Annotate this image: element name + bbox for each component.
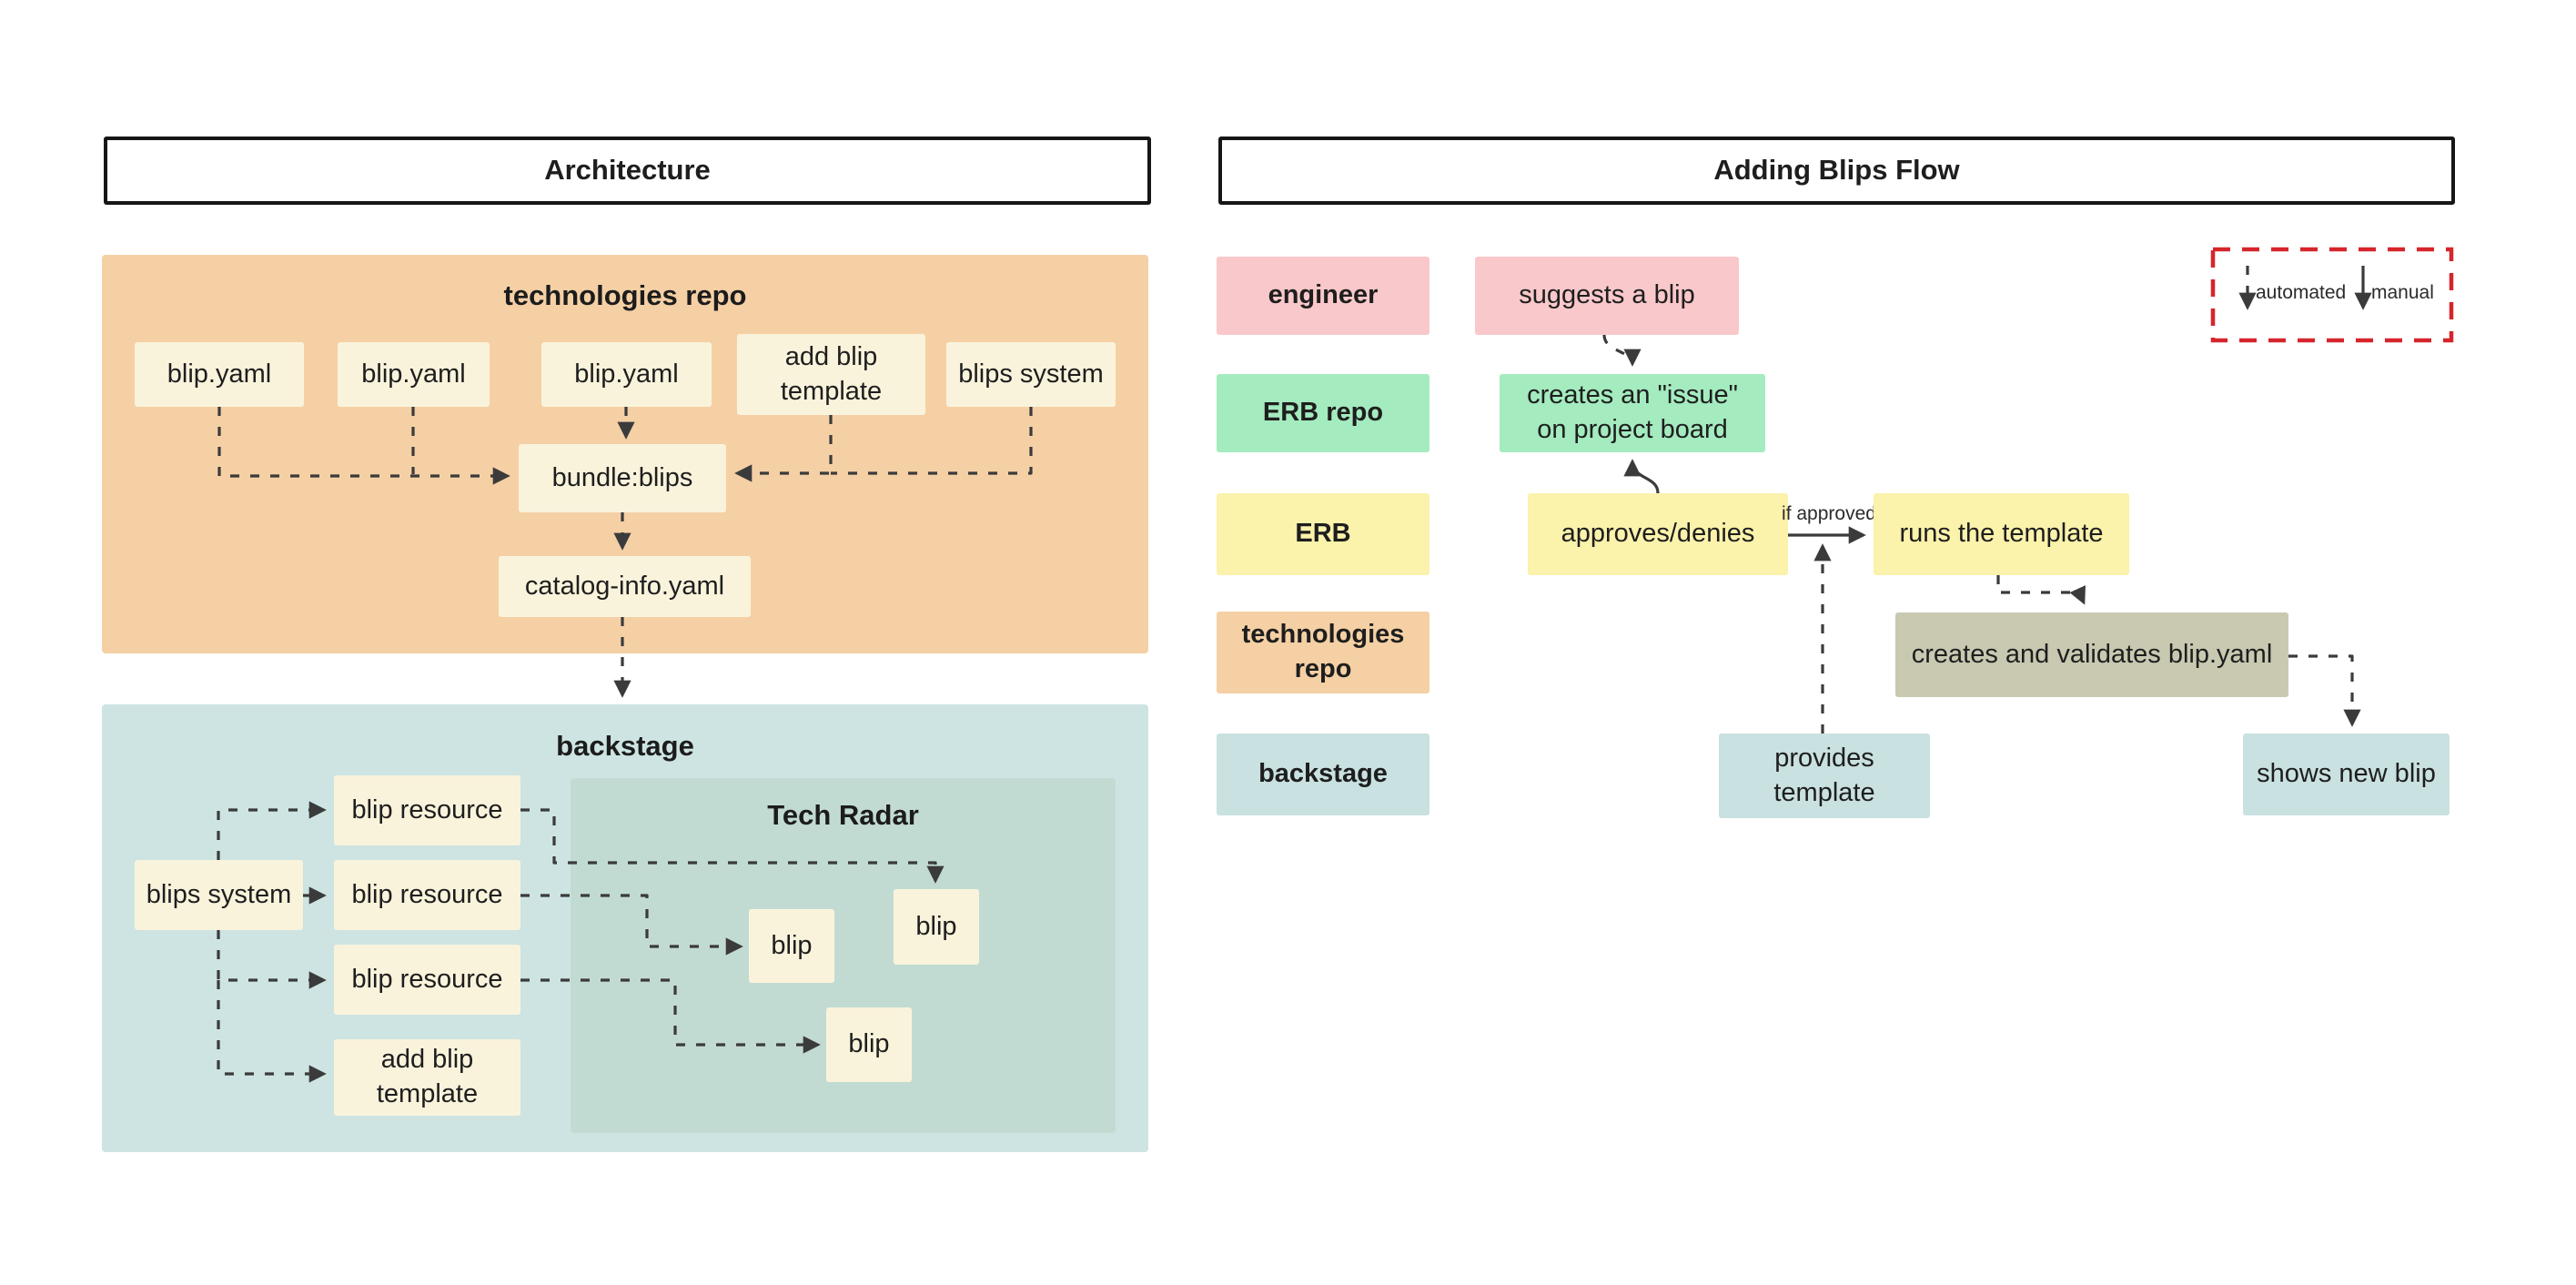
arrow-approves-to-issue bbox=[1623, 459, 1660, 494]
node-add-blip-template-backstage: add blip template bbox=[334, 1039, 520, 1116]
node-blip-resource-1: blip resource bbox=[334, 775, 520, 845]
legend-automated-label: automated bbox=[2256, 282, 2347, 303]
radar-blip-left: blip bbox=[749, 909, 834, 983]
node-catalog-info: catalog-info.yaml bbox=[499, 556, 751, 617]
node-blip-resource-2: blip resource bbox=[334, 860, 520, 930]
radar-blip-top-right: blip bbox=[894, 889, 979, 965]
lane-technologies-repo: technologies repo bbox=[1217, 612, 1429, 693]
flow-title: Adding Blips Flow bbox=[1218, 137, 2455, 205]
radar-blip-bottom: blip bbox=[826, 1007, 912, 1082]
arrow-suggests-to-issue bbox=[1602, 334, 1642, 367]
step-provides-template: provides template bbox=[1719, 734, 1930, 818]
node-blip-yaml-1: blip.yaml bbox=[135, 342, 304, 407]
step-shows-new-blip: shows new blip bbox=[2243, 734, 2450, 815]
node-blips-system: blips system bbox=[135, 860, 303, 930]
node-blips-system-top: blips system bbox=[946, 342, 1116, 407]
arrow-validates-to-shows bbox=[2288, 654, 2361, 727]
step-suggests-a-blip: suggests a blip bbox=[1475, 257, 1739, 335]
node-blip-resource-3: blip resource bbox=[334, 945, 520, 1015]
legend-manual-label: manual bbox=[2371, 282, 2434, 303]
step-creates-issue: creates an "issue" on project board bbox=[1500, 374, 1765, 452]
backstage-heading: backstage bbox=[556, 730, 694, 762]
lane-backstage: backstage bbox=[1217, 734, 1429, 815]
tech-radar-heading: Tech Radar bbox=[767, 799, 919, 831]
node-blip-yaml-2: blip.yaml bbox=[338, 342, 490, 407]
node-add-blip-template-top: add blip template bbox=[737, 334, 925, 415]
arrow-runs-to-validates bbox=[1996, 575, 2086, 605]
technologies-repo-heading: technologies repo bbox=[503, 279, 747, 311]
lane-engineer: engineer bbox=[1217, 257, 1429, 335]
label-if-approved: if approved bbox=[1782, 503, 1876, 524]
step-creates-validates: creates and validates blip.yaml bbox=[1895, 612, 2288, 697]
step-runs-template: runs the template bbox=[1874, 493, 2129, 575]
node-bundle-blips: bundle:blips bbox=[519, 444, 726, 512]
lane-erb-repo: ERB repo bbox=[1217, 374, 1429, 452]
architecture-title: Architecture bbox=[104, 137, 1151, 205]
step-approves-denies: approves/denies bbox=[1528, 493, 1788, 575]
lane-erb: ERB bbox=[1217, 493, 1429, 575]
node-blip-yaml-3: blip.yaml bbox=[541, 342, 712, 407]
